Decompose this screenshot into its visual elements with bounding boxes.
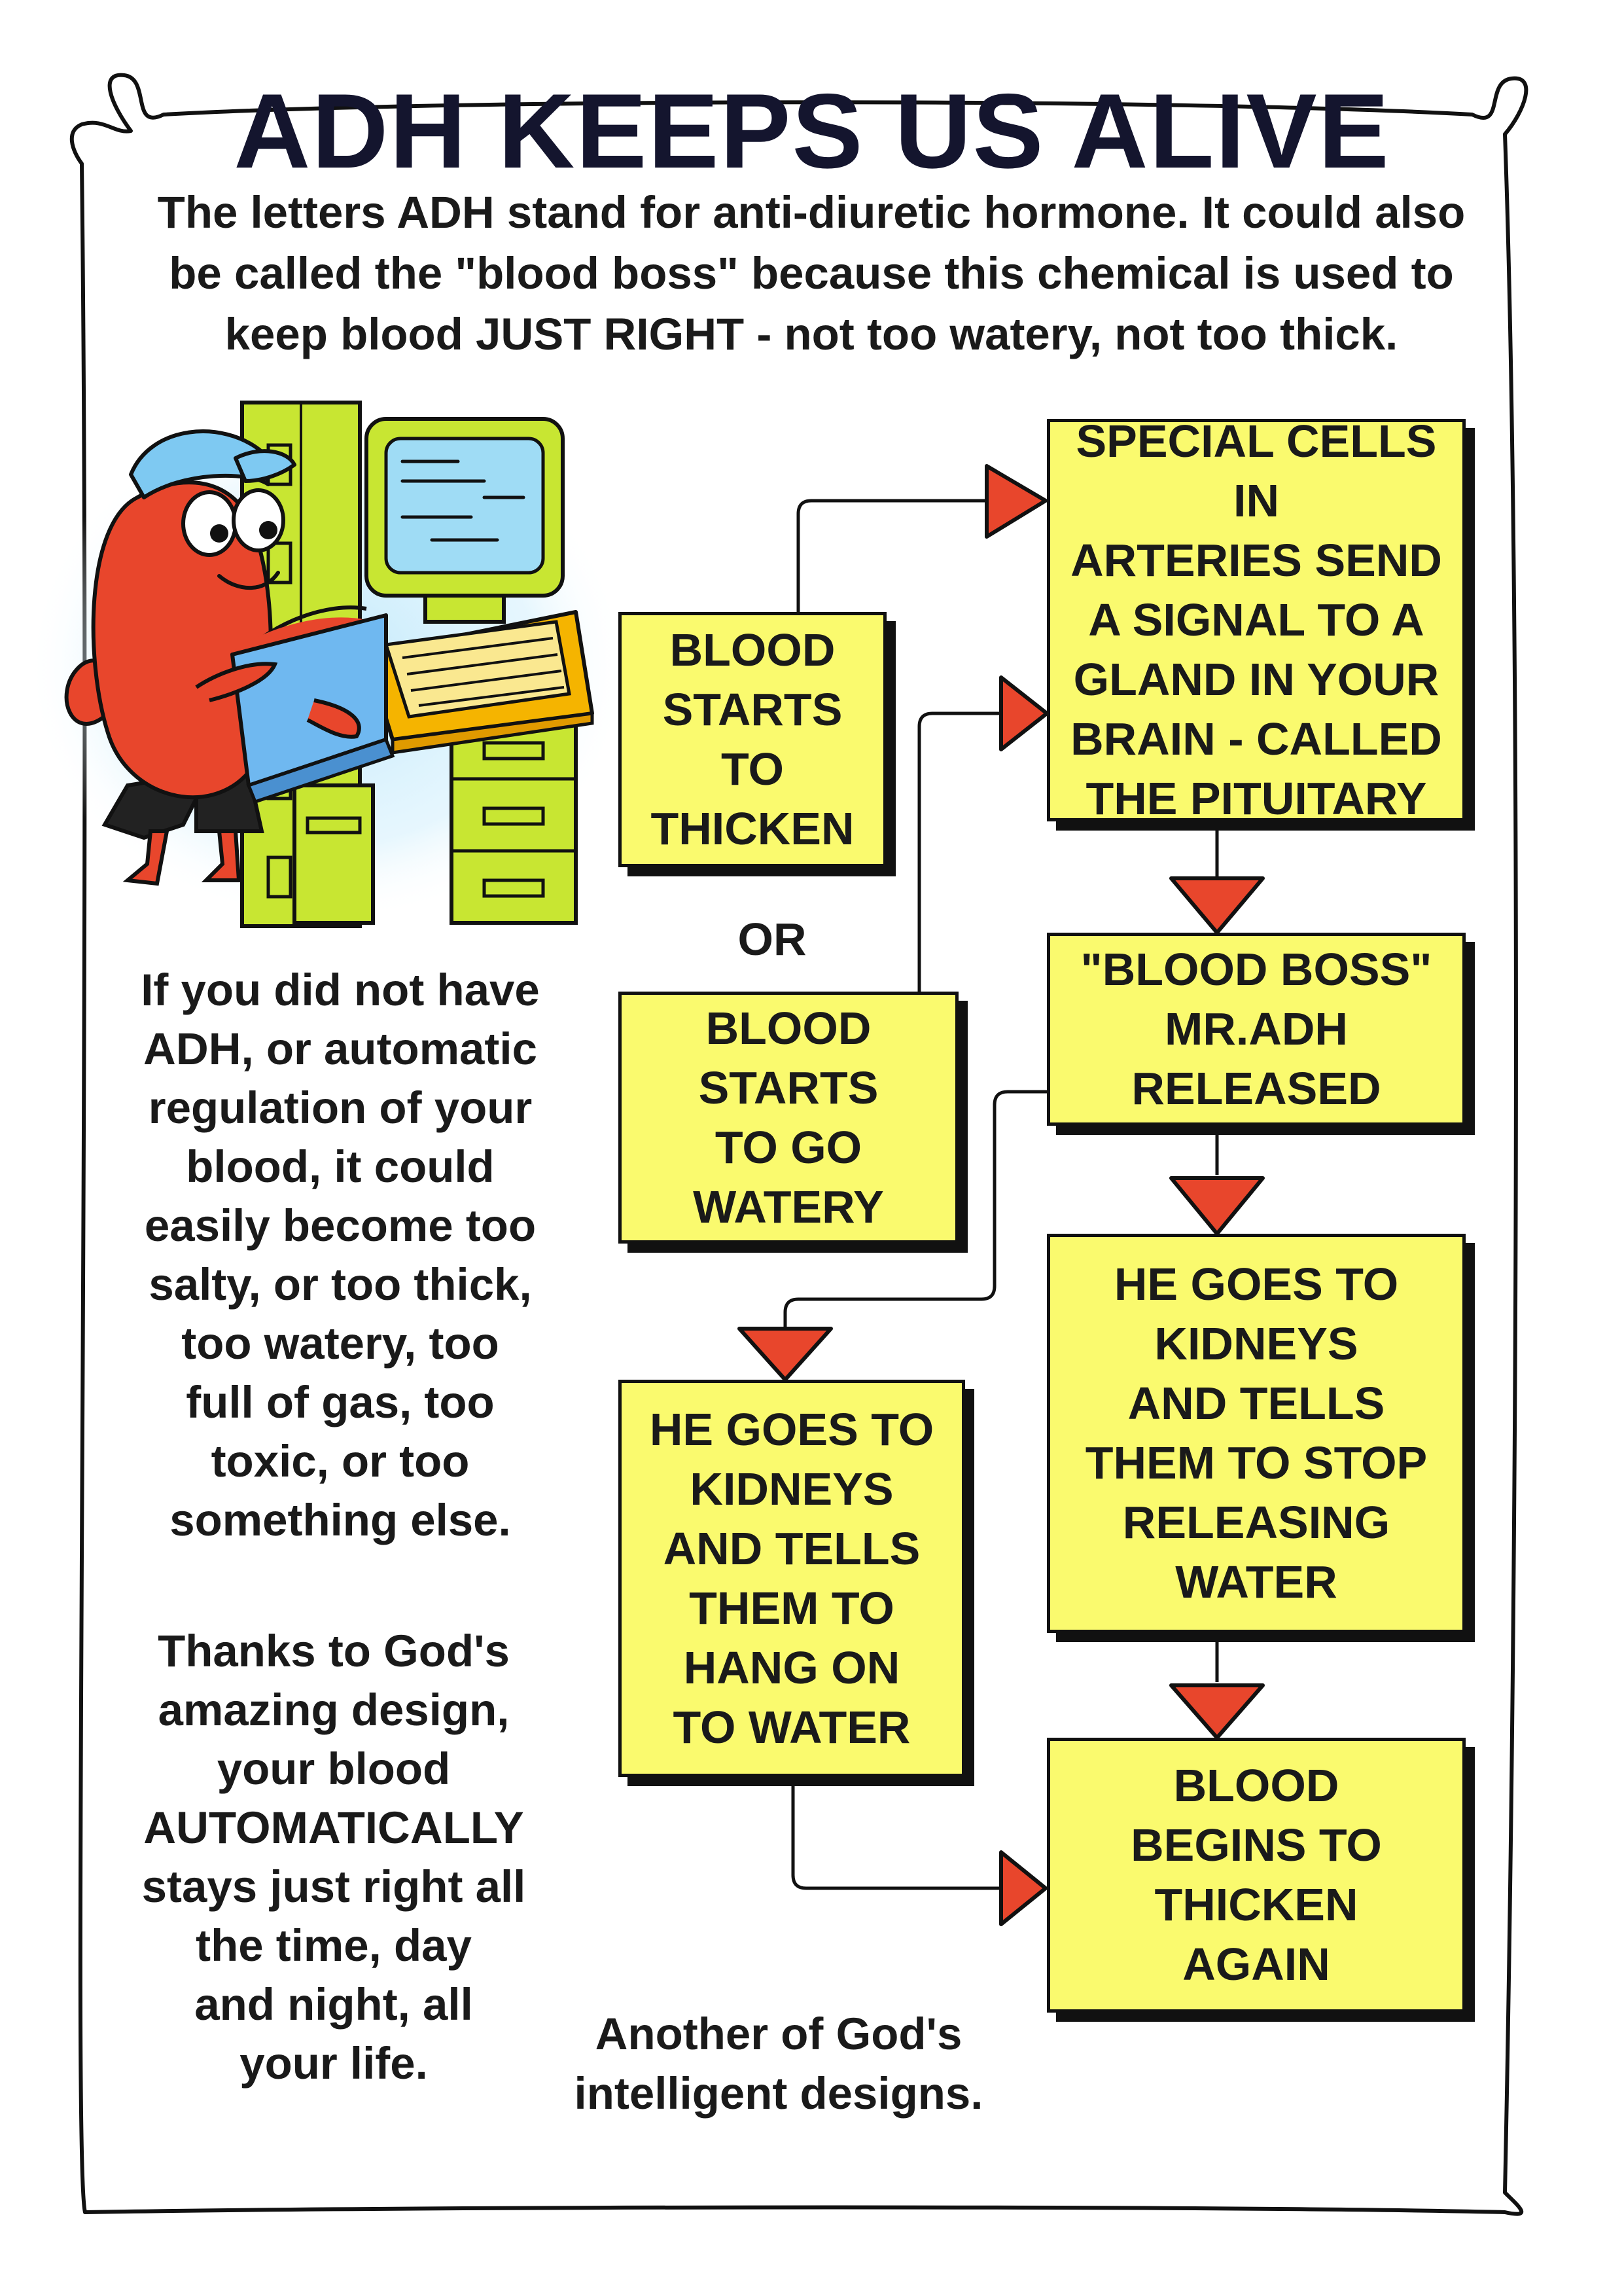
arrow-to-hang-on-box xyxy=(737,1327,833,1382)
scroll-frame xyxy=(69,73,1528,2216)
left-paragraph-regulation: If you did not have ADH, or automatic re… xyxy=(141,965,540,1545)
box-hang-on-to-water: HE GOES TO KIDNEYS AND TELLS THEM TO HAN… xyxy=(618,1380,965,1777)
box-special-cells-signal: SPECIAL CELLS IN ARTERIES SEND A SIGNAL … xyxy=(1047,416,1466,824)
arrow-to-signal-box-bottom xyxy=(999,675,1049,751)
box-blood-starts-to-go-watery: BLOOD STARTS TO GO WATERY xyxy=(618,992,959,1244)
box-blood-boss-released: "BLOOD BOSS" MR.ADH RELEASED xyxy=(1047,933,1466,1126)
blood-cell-character xyxy=(64,429,395,886)
flowchart-arrows xyxy=(737,464,1265,1926)
flowchart-connectors xyxy=(783,499,1219,1890)
arrow-to-stop-releasing-box xyxy=(1169,1176,1265,1236)
box-stop-releasing-water: HE GOES TO KIDNEYS AND TELLS THEM TO STO… xyxy=(1047,1234,1466,1633)
intro-paragraph: The letters ADH stand for anti-diuretic … xyxy=(157,187,1466,359)
or-label: OR xyxy=(737,914,807,965)
blood-cell-character-illustration xyxy=(26,401,628,928)
box-blood-begins-to-thicken-again: BLOOD BEGINS TO THICKEN AGAIN xyxy=(1047,1738,1466,2013)
arrow-to-thicken-again-box xyxy=(1169,1683,1265,1740)
footer-caption: Another of God's intelligent designs. xyxy=(574,2009,983,2119)
desk-drawers xyxy=(292,711,578,925)
arrow-to-adh-box xyxy=(1169,876,1265,935)
computer-desk xyxy=(364,417,594,755)
left-paragraph-design: Thanks to God's amazing design, your blo… xyxy=(141,1626,526,2089)
arrow-from-hang-on-to-thicken-again xyxy=(999,1850,1048,1926)
page-title: ADH KEEPS US ALIVE xyxy=(234,72,1390,190)
arrow-to-signal-box-top xyxy=(985,464,1048,539)
box-blood-starts-to-thicken: BLOOD STARTS TO THICKEN xyxy=(618,612,887,867)
